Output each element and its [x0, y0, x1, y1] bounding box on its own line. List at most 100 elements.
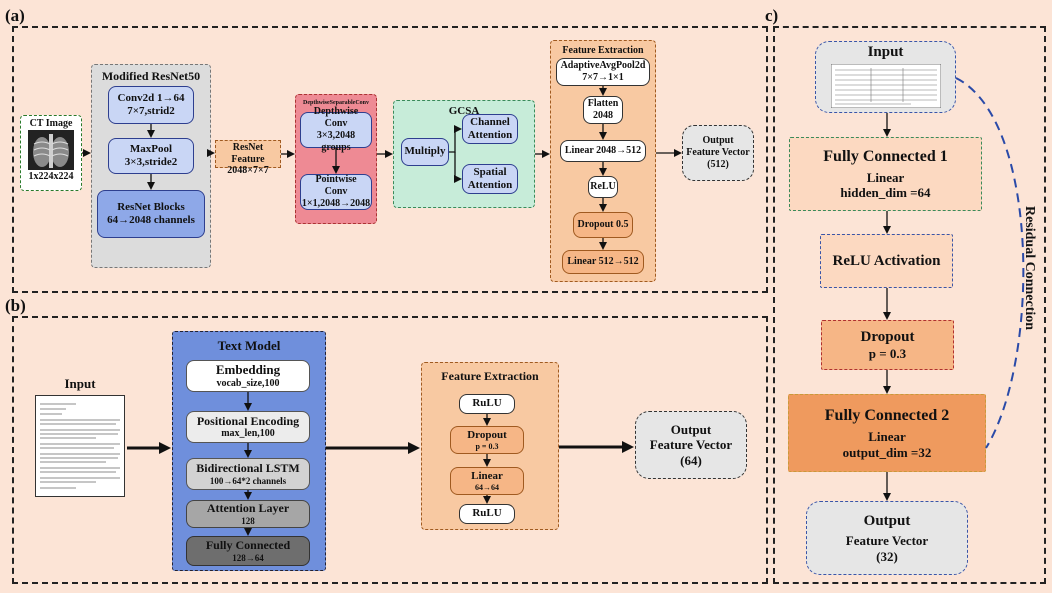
- dropout-a-node: Dropout 0.5: [573, 212, 633, 238]
- channel-attention-l1: Channel: [470, 115, 510, 128]
- channel-attention-l2: Attention: [467, 129, 513, 141]
- relu-activation-label: ReLU Activation: [832, 253, 941, 269]
- fully-connected-b-detail: 128→64: [232, 552, 264, 563]
- dropout-b-node: Dropout p = 0.3: [450, 426, 524, 454]
- positional-encoding-detail: max_len,100: [221, 428, 275, 440]
- relu-activation-node: ReLU Activation: [820, 234, 953, 288]
- linear-b-label: Linear: [471, 469, 503, 482]
- embedding-node: Embedding vocab_size,100: [186, 360, 310, 392]
- linear-2048-512-node: Linear 2048→512: [560, 140, 646, 162]
- resnet-title: Modified ResNet50: [101, 69, 201, 83]
- output-a-l3: (512): [707, 159, 729, 170]
- pointwise-conv-detail: 1×1,2048→2048: [301, 198, 371, 209]
- linear-b-detail: 64→64: [475, 482, 499, 492]
- output-a-l2: Feature Vector: [686, 147, 750, 158]
- maxpool-detail: 3×3,stride2: [124, 156, 178, 168]
- dropout-a-label: Dropout 0.5: [577, 219, 629, 230]
- panel-a-label: (a): [5, 6, 25, 25]
- output-a-node: Output Feature Vector (512): [682, 125, 754, 181]
- adaptive-pool-detail: 7×7→1×1: [582, 72, 624, 83]
- text-model-title: Text Model: [217, 338, 281, 353]
- depthwise-conv-node: Depthwise Conv 3×3,2048 groups: [300, 106, 372, 153]
- dropout-b-detail: p = 0.3: [475, 441, 499, 451]
- fc2-l2: Linear: [868, 429, 906, 444]
- output-c-l3: (32): [876, 548, 898, 564]
- bilstm-detail: 100→64*2 channels: [209, 475, 287, 486]
- residual-connection-label: Residual Connection: [1022, 205, 1037, 331]
- rulu-1-node: RuLU: [459, 394, 515, 414]
- dropout-c-label: Dropout: [860, 329, 915, 346]
- ct-xray-icon: [28, 130, 74, 170]
- resnet-blocks-label: ResNet Blocks: [117, 200, 185, 213]
- ct-image-size: 1x224x224: [28, 171, 74, 182]
- feature-extraction-b-title: Feature Extraction: [441, 369, 539, 383]
- resnet-feature-size: 2048×7×7: [227, 165, 269, 176]
- multiply-node: Multiply: [401, 138, 449, 166]
- output-b-l3: (64): [680, 452, 702, 468]
- output-b-l1: Output: [670, 421, 712, 437]
- pointwise-conv-label: Pointwise Conv: [315, 174, 357, 197]
- fully-connected-b-label: Fully Connected: [205, 538, 291, 553]
- multiply-label: Multiply: [404, 145, 446, 158]
- embedding-label: Embedding: [215, 362, 281, 378]
- conv2d-node: Conv2d 1→64 7×7,strid2: [108, 86, 194, 124]
- output-c-title: Output: [863, 512, 911, 529]
- output-a-l1: Output: [702, 135, 734, 146]
- spatial-attention-l1: Spatial: [473, 165, 507, 178]
- panel-b-label: (b): [5, 296, 26, 315]
- feature-extraction-a-title: Feature Extraction: [562, 45, 644, 56]
- attention-layer-node: Attention Layer 128: [186, 500, 310, 528]
- embedding-detail: vocab_size,100: [216, 377, 280, 389]
- adaptive-pool-label: AdaptiveAvgPool2d: [560, 60, 646, 71]
- resnet-feature-label: ResNet Feature: [231, 142, 265, 165]
- attention-layer-label: Attention Layer: [206, 501, 290, 516]
- output-c-node: Output Feature Vector (32): [806, 501, 968, 575]
- relu-a-node: ReLU: [588, 176, 618, 198]
- fc2-l3: output_dim =32: [842, 444, 932, 460]
- fc1-l3: hidden_dim =64: [840, 185, 931, 201]
- panel-b: [12, 316, 768, 584]
- relu-a-label: ReLU: [590, 181, 616, 192]
- adaptive-pool-node: AdaptiveAvgPool2d 7×7→1×1: [556, 58, 650, 86]
- bilstm-label: Bidirectional LSTM: [196, 461, 300, 476]
- fc1-title: Fully Connected 1: [823, 148, 948, 166]
- resnet-blocks-node: ResNet Blocks 64→2048 channels: [97, 190, 205, 238]
- depthwise-conv-detail: 3×3,2048 groups: [316, 130, 356, 153]
- depthwise-conv-label: Depthwise Conv: [313, 106, 359, 129]
- dropout-c-detail: p = 0.3: [868, 346, 907, 362]
- panel-c-label: c): [765, 6, 779, 25]
- text-input-box: Input: [35, 376, 125, 497]
- output-c-l2: Feature Vector: [845, 532, 929, 548]
- bilstm-node: Bidirectional LSTM 100→64*2 channels: [186, 458, 310, 490]
- resnet-feature-box: ResNet Feature 2048×7×7: [215, 140, 281, 176]
- text-input-title: Input: [64, 376, 96, 391]
- fc2-title: Fully Connected 2: [824, 406, 950, 424]
- flatten-node: Flatten 2048: [583, 96, 623, 124]
- attention-layer-detail: 128: [241, 515, 255, 526]
- output-b-node: Output Feature Vector (64): [635, 411, 747, 479]
- conv2d-label: Conv2d 1→64: [117, 91, 185, 104]
- fc1-node: Fully Connected 1 Linear hidden_dim =64: [789, 137, 982, 211]
- maxpool-label: MaxPool: [129, 142, 173, 155]
- input-c-title: Input: [867, 44, 904, 60]
- rulu-2-label: RuLU: [472, 507, 502, 520]
- table-document-icon: [831, 64, 941, 108]
- output-b-l2: Feature Vector: [649, 437, 733, 453]
- maxpool-node: MaxPool 3×3,stride2: [108, 138, 194, 174]
- linear-512-512-label: Linear 512→512: [567, 256, 639, 267]
- panel-a: [12, 26, 768, 293]
- conv2d-detail: 7×7,strid2: [127, 105, 175, 117]
- resnet-blocks-detail: 64→2048 channels: [107, 214, 195, 226]
- fc2-node: Fully Connected 2 Linear output_dim =32: [788, 394, 986, 472]
- input-c-box: Input: [815, 41, 956, 113]
- ct-image-title: CT Image: [29, 118, 73, 129]
- dropout-c-node: Dropout p = 0.3: [821, 320, 954, 370]
- panel-c: [773, 26, 1046, 584]
- dsconv-title: DepthwiseSeparableConv: [302, 100, 369, 106]
- positional-encoding-label: Positional Encoding: [196, 413, 300, 428]
- linear-b-node: Linear 64→64: [450, 467, 524, 495]
- positional-encoding-node: Positional Encoding max_len,100: [186, 411, 310, 443]
- channel-attention-node: Channel Attention: [462, 114, 518, 144]
- fully-connected-b-node: Fully Connected 128→64: [186, 536, 310, 566]
- rulu-1-label: RuLU: [472, 397, 502, 410]
